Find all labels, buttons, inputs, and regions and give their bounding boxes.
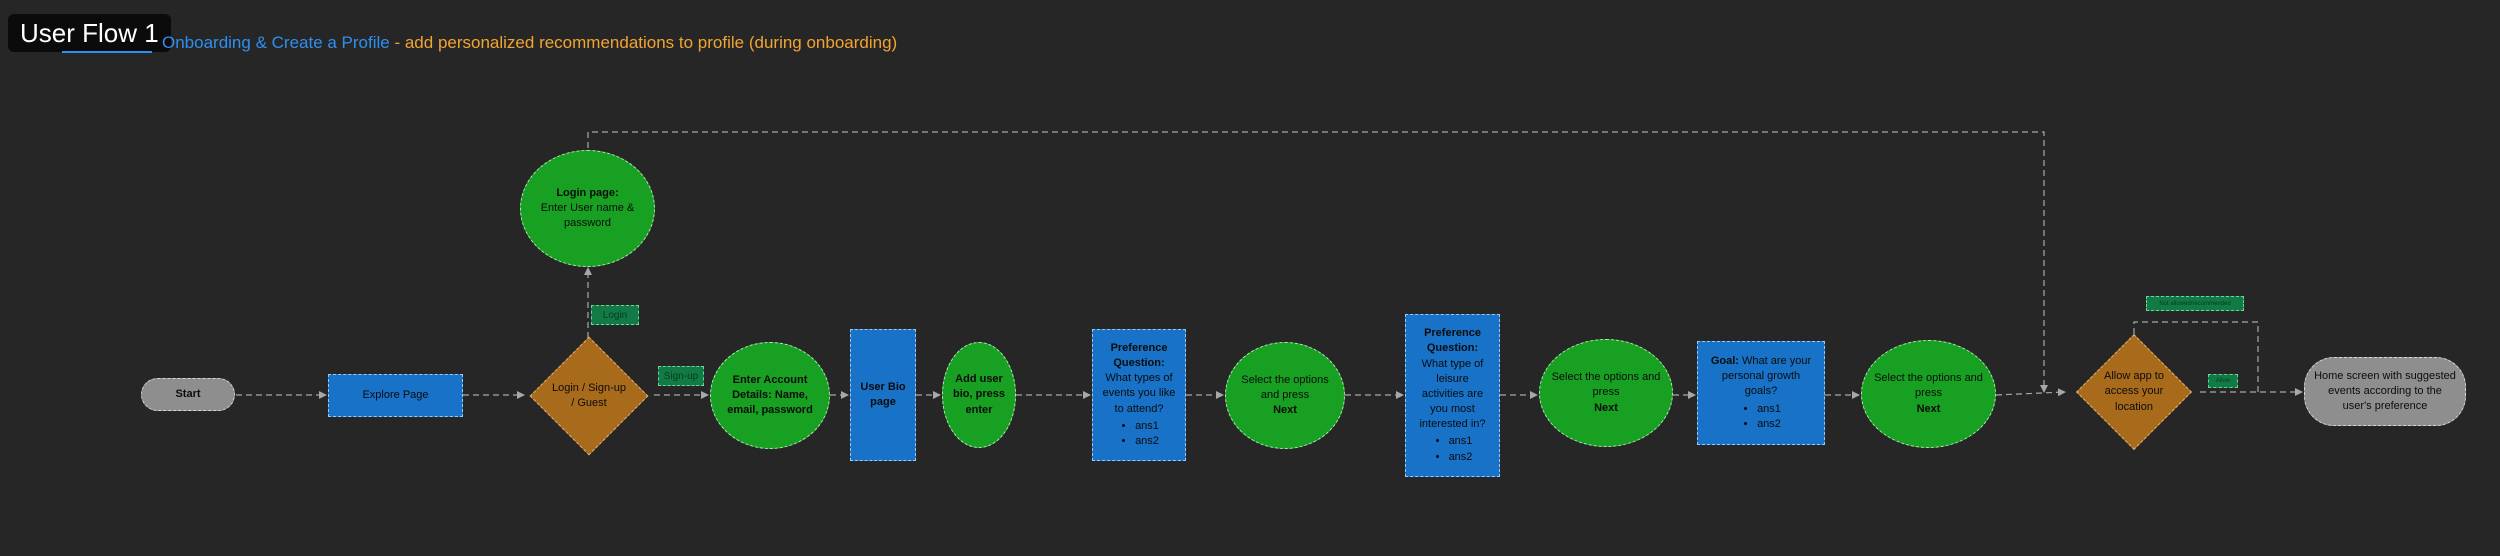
heading-flow-name: Onboarding & Create a Profile	[162, 33, 390, 52]
node-goal-options: ans1 ans2	[1741, 402, 1781, 432]
node-pref-events[interactable]: Preference Question: What types of event…	[1092, 329, 1186, 461]
node-bio-page-label: User Bio page	[860, 380, 906, 408]
node-add-bio-label: Add user bio, press enter	[953, 373, 1005, 416]
option-item[interactable]: ans2	[1449, 450, 1473, 465]
node-decision-location[interactable]: Allow app to access your location	[2067, 334, 2201, 450]
edge-label-not-allowed: Not allowed/recommended	[2146, 296, 2244, 311]
node-select-2-bold: Next	[1594, 401, 1618, 414]
node-explore-page[interactable]: Explore Page	[328, 374, 463, 417]
option-item[interactable]: ans1	[1135, 419, 1159, 434]
node-start-label: Start	[175, 387, 201, 400]
node-pref-leisure-options: ans1 ans2	[1433, 434, 1473, 464]
node-home-screen[interactable]: Home screen with suggested events accord…	[2304, 357, 2466, 426]
node-select-options-2[interactable]: Select the options and press Next	[1539, 339, 1673, 447]
option-item[interactable]: ans1	[1449, 434, 1473, 449]
node-select-1-text: Select the options and press	[1241, 373, 1329, 401]
edge-login-bypass	[587, 131, 2048, 393]
node-goal-question: What are your personal growth goals?	[1721, 355, 1812, 398]
node-pref-events-options: ans1 ans2	[1119, 419, 1159, 449]
heading-flow-detail: - add personalized recommendations to pr…	[389, 33, 898, 52]
node-add-bio[interactable]: Add user bio, press enter	[942, 342, 1016, 448]
edge-location-skip	[2133, 321, 2259, 392]
node-start[interactable]: Start	[141, 378, 235, 411]
node-goal-question-line: Goal: What are your personal growth goal…	[1706, 354, 1816, 400]
flow-heading: Onboarding & Create a Profile - add pers…	[162, 33, 897, 53]
node-login-page-title: Login page:	[556, 186, 619, 199]
node-account-label: Enter Account Details: Name, email, pass…	[727, 373, 813, 417]
node-explore-label: Explore Page	[362, 388, 429, 401]
node-goal-bold: Goal:	[1710, 355, 1739, 368]
node-account-details[interactable]: Enter Account Details: Name, email, pass…	[710, 342, 830, 449]
node-select-options-3[interactable]: Select the options and press Next	[1861, 340, 1996, 448]
edge-label-allow: Allow	[2208, 374, 2238, 388]
node-select-3-text: Select the options and press	[1874, 372, 1983, 400]
title-underline	[62, 51, 152, 53]
edge-label-login: Login	[591, 305, 639, 325]
node-goal[interactable]: Goal: What are your personal growth goal…	[1697, 341, 1825, 445]
node-pref-leisure[interactable]: Preference Question: What type of leisur…	[1405, 314, 1500, 477]
option-item[interactable]: ans2	[1135, 434, 1159, 449]
option-item[interactable]: ans1	[1757, 402, 1781, 417]
decision-location-label: Allow app to access your location	[2104, 369, 2164, 413]
decision-login-label: Login / Sign-up / Guest	[552, 381, 626, 409]
node-select-options-1[interactable]: Select the options and press Next	[1225, 342, 1345, 449]
node-login-page-body: Enter User name & password	[540, 201, 635, 230]
node-bio-page[interactable]: User Bio page	[850, 329, 916, 461]
node-pref-leisure-title: Preference Question:	[1424, 327, 1481, 355]
node-decision-login[interactable]: Login / Sign-up / Guest	[524, 336, 654, 456]
node-pref-events-question: What types of events you like to attend?	[1102, 372, 1176, 415]
node-select-3-bold: Next	[1916, 402, 1941, 415]
node-select-2-text: Select the options and press	[1551, 371, 1661, 399]
node-select-1-bold: Next	[1273, 404, 1297, 417]
node-pref-events-title: Preference Question:	[1110, 341, 1168, 370]
edge-label-signup: Sign-up	[658, 366, 704, 386]
node-pref-leisure-question: What type of leisure activities are you …	[1419, 357, 1486, 431]
node-login-page[interactable]: Login page: Enter User name & password	[520, 150, 655, 267]
page-title-badge: User Flow 1	[8, 14, 171, 52]
node-home-label: Home screen with suggested events accord…	[2314, 369, 2456, 413]
option-item[interactable]: ans2	[1757, 417, 1781, 432]
edge-select3-location	[1995, 388, 2066, 397]
